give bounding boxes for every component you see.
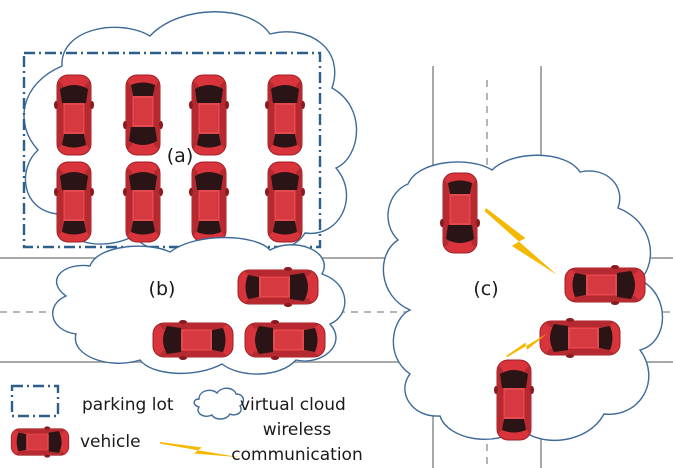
- vehicle: [53, 74, 95, 156]
- legend: parking lot virtual cloud vehicle wirele…: [10, 384, 363, 465]
- vehicle: [439, 172, 481, 254]
- vehicle: [264, 74, 306, 156]
- legend-wireless-icon: [160, 442, 240, 458]
- legend-vehicle-label: vehicle: [80, 432, 141, 452]
- vehicle: [188, 161, 230, 243]
- vehicle: [152, 319, 234, 361]
- vehicle: [188, 74, 230, 156]
- vehicle: [237, 266, 319, 308]
- vehicle: [564, 264, 646, 306]
- vehicle: [539, 317, 621, 359]
- parking-lot-border: [22, 51, 322, 249]
- legend-parking-lot-swatch: [10, 384, 60, 418]
- legend-wireless-label-2: communication: [231, 445, 362, 465]
- legend-virtual-cloud-label: virtual cloud: [240, 395, 346, 415]
- vehicle: [122, 161, 164, 243]
- label-b: (b): [149, 278, 176, 300]
- vehicle: [264, 161, 306, 243]
- legend-parking-lot-label: parking lot: [82, 395, 174, 415]
- label-c: (c): [473, 278, 498, 300]
- vehicle: [122, 74, 164, 156]
- legend-cloud-icon: [193, 387, 245, 420]
- legend-vehicle-icon: [10, 426, 70, 458]
- vehicle: [493, 359, 535, 441]
- vehicle: [244, 319, 326, 361]
- label-a: (a): [167, 145, 193, 167]
- legend-wireless-label-1: wireless: [263, 420, 332, 440]
- vehicle: [53, 161, 95, 243]
